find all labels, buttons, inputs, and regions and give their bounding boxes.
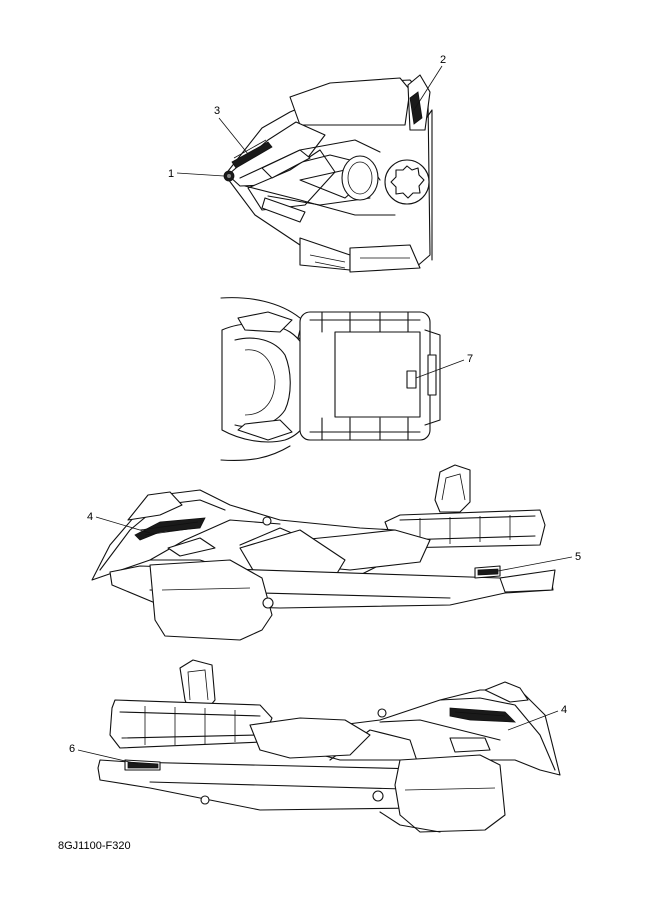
callout-7: 7 — [415, 353, 473, 379]
callout-number: 4 — [87, 511, 93, 523]
right-side-view — [91, 464, 556, 641]
callout-6: 6 — [69, 743, 139, 765]
left-side-view — [97, 659, 561, 833]
callout-number: 2 — [440, 54, 446, 66]
callout-number: 5 — [575, 551, 581, 563]
callout-4-right-side: 4 — [87, 511, 151, 534]
part-code-label: 8GJ1100-F320 — [58, 840, 131, 852]
callout-number: 1 — [168, 168, 174, 180]
callout-number: 7 — [467, 353, 473, 365]
leader-line — [77, 749, 139, 765]
callout-number: 4 — [561, 704, 567, 716]
top-rear-view — [220, 297, 441, 461]
callout-2: 2 — [413, 54, 446, 111]
leader-line — [95, 516, 151, 534]
leader-line — [176, 172, 225, 177]
leader-line — [218, 117, 249, 155]
callout-1: 1 — [168, 168, 225, 180]
callout-5: 5 — [497, 551, 581, 572]
callout-number: 3 — [214, 105, 220, 117]
callout-4-left-side: 4 — [507, 704, 567, 731]
leader-line — [415, 359, 465, 379]
callout-3: 3 — [214, 105, 249, 155]
front-top-view — [223, 74, 433, 273]
leader-line — [497, 556, 573, 572]
leader-line — [413, 65, 443, 111]
callout-number: 6 — [69, 743, 75, 755]
leader-line — [507, 710, 559, 731]
